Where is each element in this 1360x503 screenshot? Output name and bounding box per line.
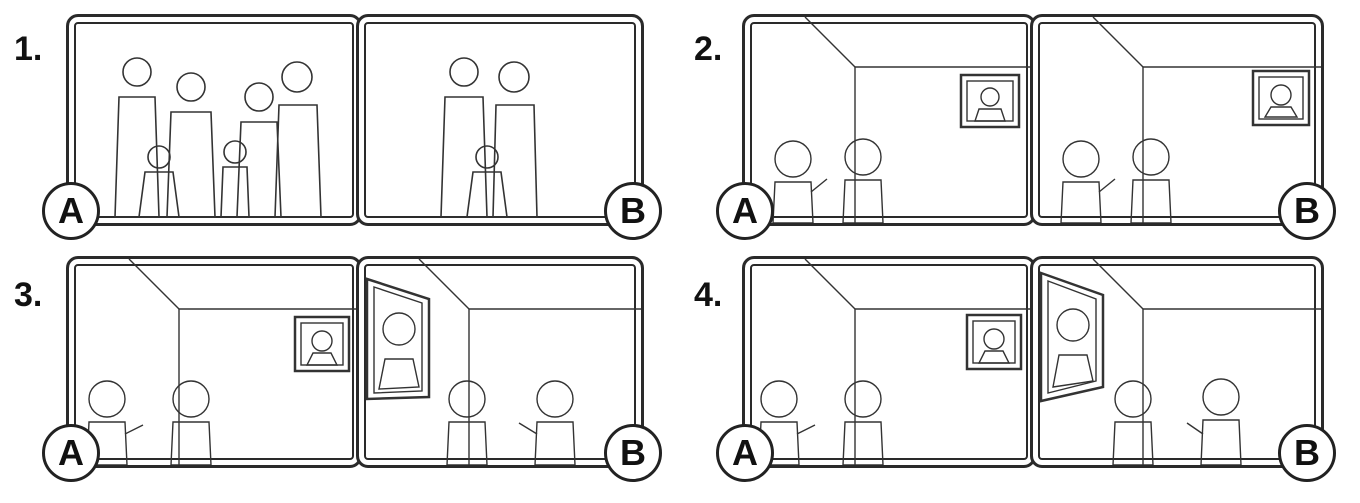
picture-panel-a bbox=[742, 256, 1036, 468]
picture-panel-a bbox=[66, 14, 362, 226]
boys-portrait-man-illustration bbox=[772, 17, 1033, 223]
family-six-illustration bbox=[114, 57, 322, 218]
exercise-number: 1. bbox=[14, 30, 43, 68]
picture-panel-a bbox=[742, 14, 1036, 226]
picture-panel-b bbox=[1030, 256, 1324, 468]
boys-portrait-old-man-illustration bbox=[1060, 17, 1321, 223]
option-b-badge[interactable]: B bbox=[604, 182, 662, 240]
exercise-number: 4. bbox=[694, 276, 723, 314]
family-three-illustration bbox=[440, 57, 538, 218]
picture-panel-b bbox=[356, 256, 644, 468]
boys-small-portrait-woman-illustration bbox=[86, 259, 359, 465]
option-b-badge[interactable]: B bbox=[1278, 182, 1336, 240]
option-b-badge[interactable]: B bbox=[604, 424, 662, 482]
boys-small-portrait-girl-illustration bbox=[758, 259, 1033, 465]
exercise-number: 3. bbox=[14, 276, 43, 314]
option-a-badge[interactable]: A bbox=[716, 424, 774, 482]
picture-panel-b bbox=[356, 14, 644, 226]
option-b-badge[interactable]: B bbox=[1278, 424, 1336, 482]
boys-large-portrait-girl-illustration bbox=[1039, 259, 1321, 465]
boys-large-portrait-woman-illustration bbox=[365, 259, 641, 465]
option-a-badge[interactable]: A bbox=[716, 182, 774, 240]
option-a-badge[interactable]: A bbox=[42, 424, 100, 482]
picture-panel-a bbox=[66, 256, 362, 468]
option-a-badge[interactable]: A bbox=[42, 182, 100, 240]
picture-panel-b bbox=[1030, 14, 1324, 226]
exercise-number: 2. bbox=[694, 30, 723, 68]
